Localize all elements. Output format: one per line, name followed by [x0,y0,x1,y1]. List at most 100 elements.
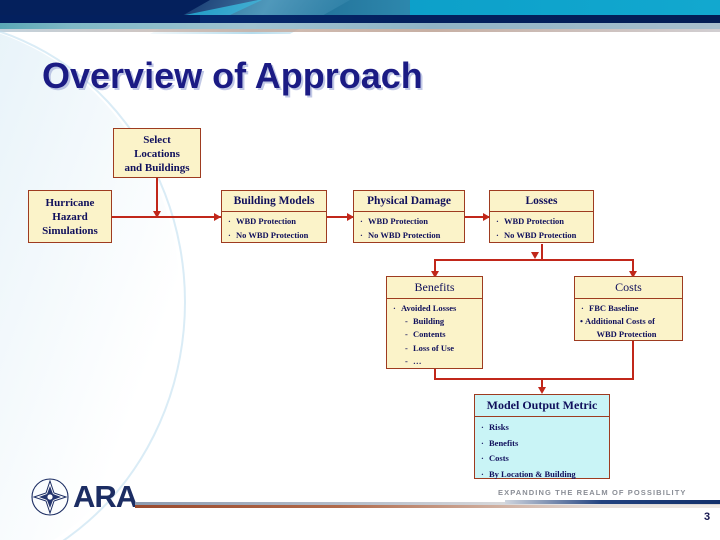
list-item-label: Additional Costs of [585,316,655,327]
hurricane-line-3: Simulations [42,224,98,237]
box-body-benefits: ·Avoided Losses -Building -Contents -Los… [387,299,482,371]
list-item-label: No WBD Protection [368,229,441,240]
list-item: -… [393,355,478,368]
arrowhead-building-right [347,213,354,221]
bullet-dot: · [360,229,363,240]
list-item-label: WBD Protection [236,216,297,227]
connector-losses-down [541,244,543,260]
bullet-dot: · [481,437,484,448]
arrowhead-hurricane-right [214,213,221,221]
flow-box-model-output-metric[interactable]: Model Output Metric ·Risks ·Benefits ·Co… [474,394,610,479]
connector-to-output [541,378,543,390]
list-item-label: FBC Baseline [589,303,639,313]
connector-costs-down2 [632,341,634,380]
box-body-losses: ·WBD Protection ·No WBD Protection [490,212,593,244]
dash-marker: - [405,355,408,366]
box-divider [475,416,609,417]
list-item-label-cont: WBD Protection [596,329,657,340]
bullet-dot: · [360,216,363,227]
dash-marker: - [405,316,408,327]
list-item-label: Benefits [489,437,519,448]
select-line-3: and Buildings [124,161,190,174]
select-line-1: Select [143,134,171,146]
arrowhead-benefits-down [431,271,439,278]
list-item-label: … [413,355,422,366]
flow-box-benefits[interactable]: Benefits ·Avoided Losses -Building -Cont… [386,276,483,369]
flow-box-losses[interactable]: Losses ·WBD Protection ·No WBD Protectio… [489,190,594,243]
box-divider [387,298,482,299]
connector-benefits-down2 [434,368,436,380]
arrowhead-costs-down [629,271,637,278]
box-title-building-models: Building Models [233,195,315,207]
footer-rule-red [135,505,720,508]
list-item: ·No WBD Protection [228,229,322,242]
connector-building-to-damage [327,216,353,218]
list-item: · FBC Baseline [581,302,678,315]
list-item: · Benefits [481,436,605,452]
box-divider [490,211,593,213]
list-item: · No WBD Protection [360,229,460,242]
bullet-dot: · [581,303,584,313]
list-item-label: Risks [489,422,509,432]
compass-rose-icon [31,478,69,516]
footer-rule-navy [505,500,720,504]
box-title-physical-damage: Physical Damage [366,195,451,207]
dash-marker: - [405,342,408,353]
bullet-dot: · [496,216,499,227]
flow-box-hurricane-hazard[interactable]: Hurricane Hazard Simulations [28,190,112,243]
arrowhead-losses-down [531,252,539,259]
page-title: Overview of Approach [42,55,423,96]
box-title-losses: Losses [525,195,558,207]
bullet-dot: · [481,469,484,480]
bullet-dot: · [393,303,396,313]
banner-thin-rule [0,29,720,32]
list-item: · WBD Protection [496,215,589,228]
flow-box-building-models[interactable]: Building Models · WBD Protection ·No WBD … [221,190,327,243]
list-item: · WBD Protection [228,215,322,228]
box-divider [354,211,464,213]
bullet-dot: · [228,216,231,227]
footer-tagline: EXPANDING THE REALM OF POSSIBILITY [498,488,687,497]
footer-rule-grey [135,502,720,505]
slide-banner [0,0,720,34]
dash-marker: - [405,329,408,340]
flow-box-costs[interactable]: Costs · FBC Baseline •Additional Costs of… [574,276,683,341]
list-item-label: Loss of Use [413,342,455,353]
ara-logo: ARA [30,477,138,517]
list-item-label: WBD Protection [504,216,565,227]
flow-box-physical-damage[interactable]: Physical Damage ·WBD Protection · No WBD … [353,190,465,243]
list-item-label: Contents [413,329,446,340]
box-body-physical-damage: ·WBD Protection · No WBD Protection [354,212,464,244]
bullet-dot: · [228,229,231,240]
page-number: 3 [704,511,711,523]
list-item: -Loss of Use [393,342,478,355]
list-item: •Additional Costs of [580,315,678,328]
hurricane-line-2: Hazard [52,210,88,223]
banner-light-band [0,23,720,29]
list-item: ·Avoided Losses [393,302,478,315]
banner-dark-band-gradient [200,15,720,23]
box-body-building-models: · WBD Protection ·No WBD Protection [222,212,326,244]
connector-split-bar-top [434,259,634,261]
list-item: · Risks [481,420,605,436]
connector-down-benefits [434,259,436,274]
list-item: -Building [393,315,478,328]
list-item-label: By Location & Building [489,469,576,480]
list-item: -Contents [393,328,478,341]
list-item: ·WBD Protection [360,215,460,228]
bullet-dot: • [580,316,583,327]
box-divider [575,298,682,299]
flow-box-select-locations[interactable]: Select Locations and Buildings [113,128,201,178]
bullet-dot: · [481,422,484,432]
connector-hurricane-to-building [112,216,221,218]
list-item: ·Costs [481,451,605,467]
arrowhead-damage-right [483,213,490,221]
hurricane-line-1: Hurricane [45,197,95,209]
list-item: WBD Protection [581,328,678,341]
box-body-costs: · FBC Baseline •Additional Costs of WBD P… [575,299,682,345]
arrowhead-select-down [153,211,161,218]
list-item-label: Building [413,316,445,327]
box-title-costs: Costs [615,280,642,294]
box-divider [222,211,326,213]
arrowhead-output-down [538,387,546,394]
